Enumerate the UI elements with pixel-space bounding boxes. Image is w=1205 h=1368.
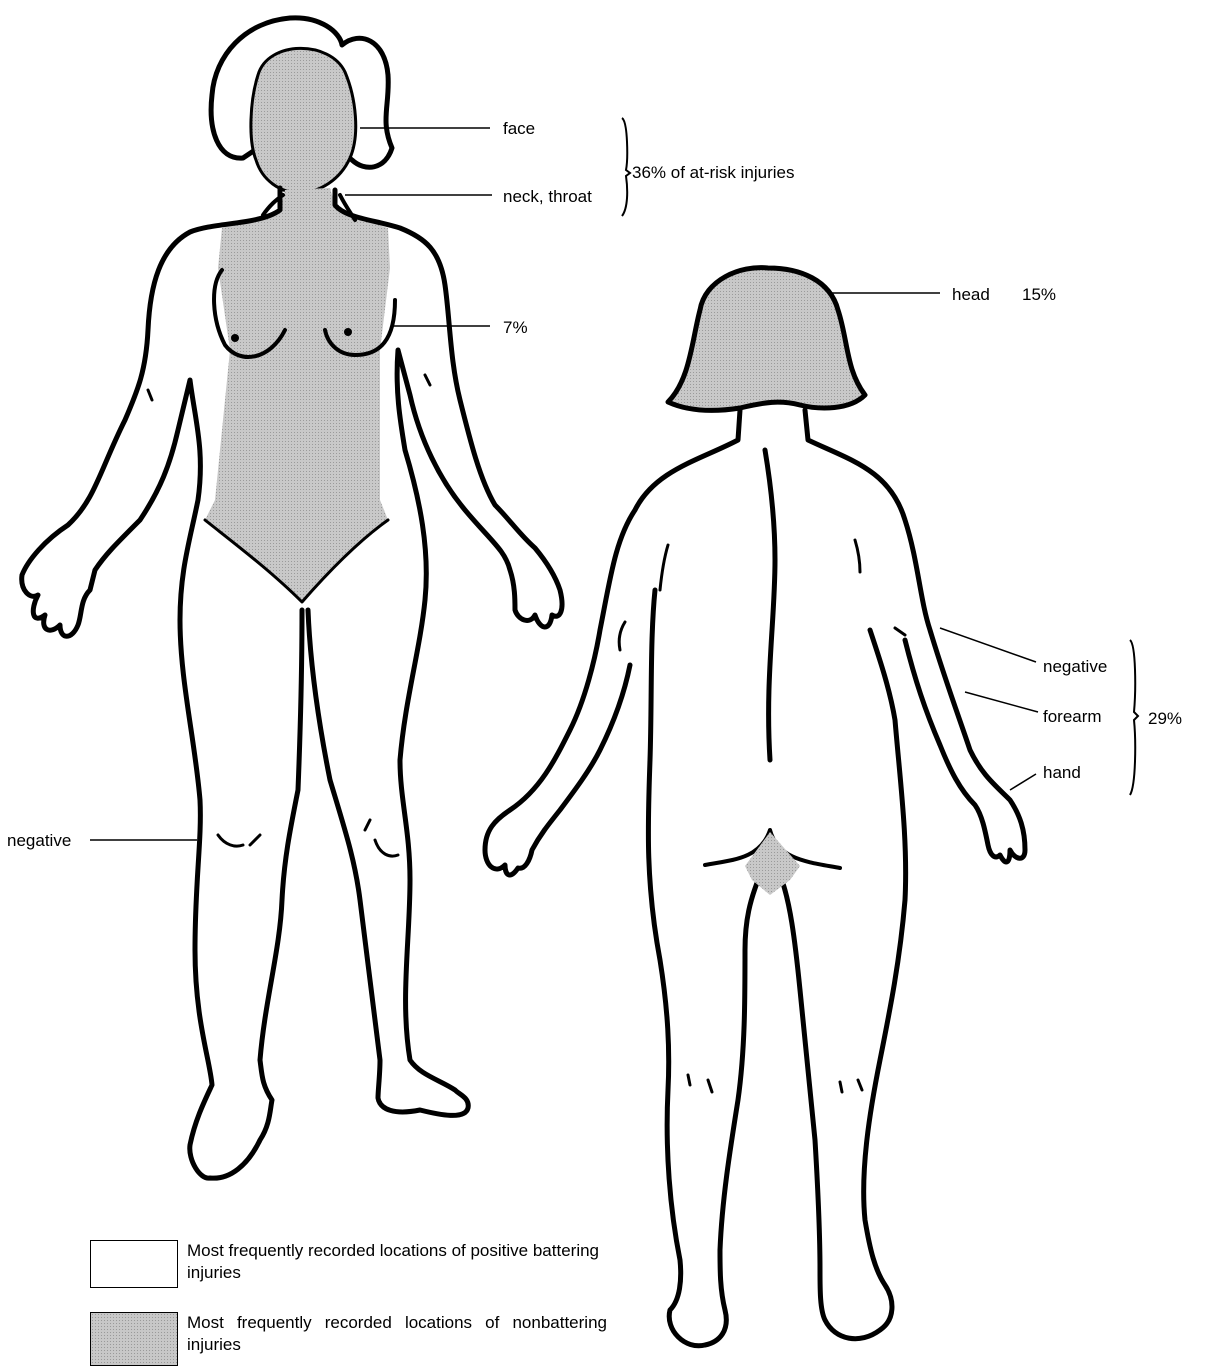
label-head-percent: 15% (1022, 285, 1056, 304)
legend-label-positive: Most frequently recorded locations of po… (187, 1240, 647, 1284)
label-back-upper-arm: negative (1043, 657, 1107, 676)
back-spine (765, 450, 775, 760)
labels: face neck, throat 36% of at-risk injurie… (7, 119, 1182, 850)
front-body-figure (22, 18, 562, 1178)
label-neck-throat: neck, throat (503, 187, 592, 206)
legend-label-nonbattering: Most frequently recorded locations of no… (187, 1312, 607, 1356)
label-breast-percent: 7% (503, 318, 528, 337)
label-head: head (952, 285, 990, 304)
legend-swatch-nonbattering (90, 1312, 178, 1366)
label-forearm: forearm (1043, 707, 1102, 726)
back-body-figure (485, 268, 1025, 1346)
legend-swatch-positive (90, 1240, 178, 1288)
label-hand: hand (1043, 763, 1081, 782)
label-face: face (503, 119, 535, 138)
back-buttocks-shaded (745, 832, 800, 895)
bracket-back (1130, 640, 1138, 795)
front-face (251, 48, 356, 193)
bracket-front (622, 118, 630, 216)
label-front-percent: 36% of at-risk injuries (632, 163, 795, 182)
label-front-leg: negative (7, 831, 71, 850)
back-head (668, 268, 865, 411)
label-back-percent: 29% (1148, 709, 1182, 728)
